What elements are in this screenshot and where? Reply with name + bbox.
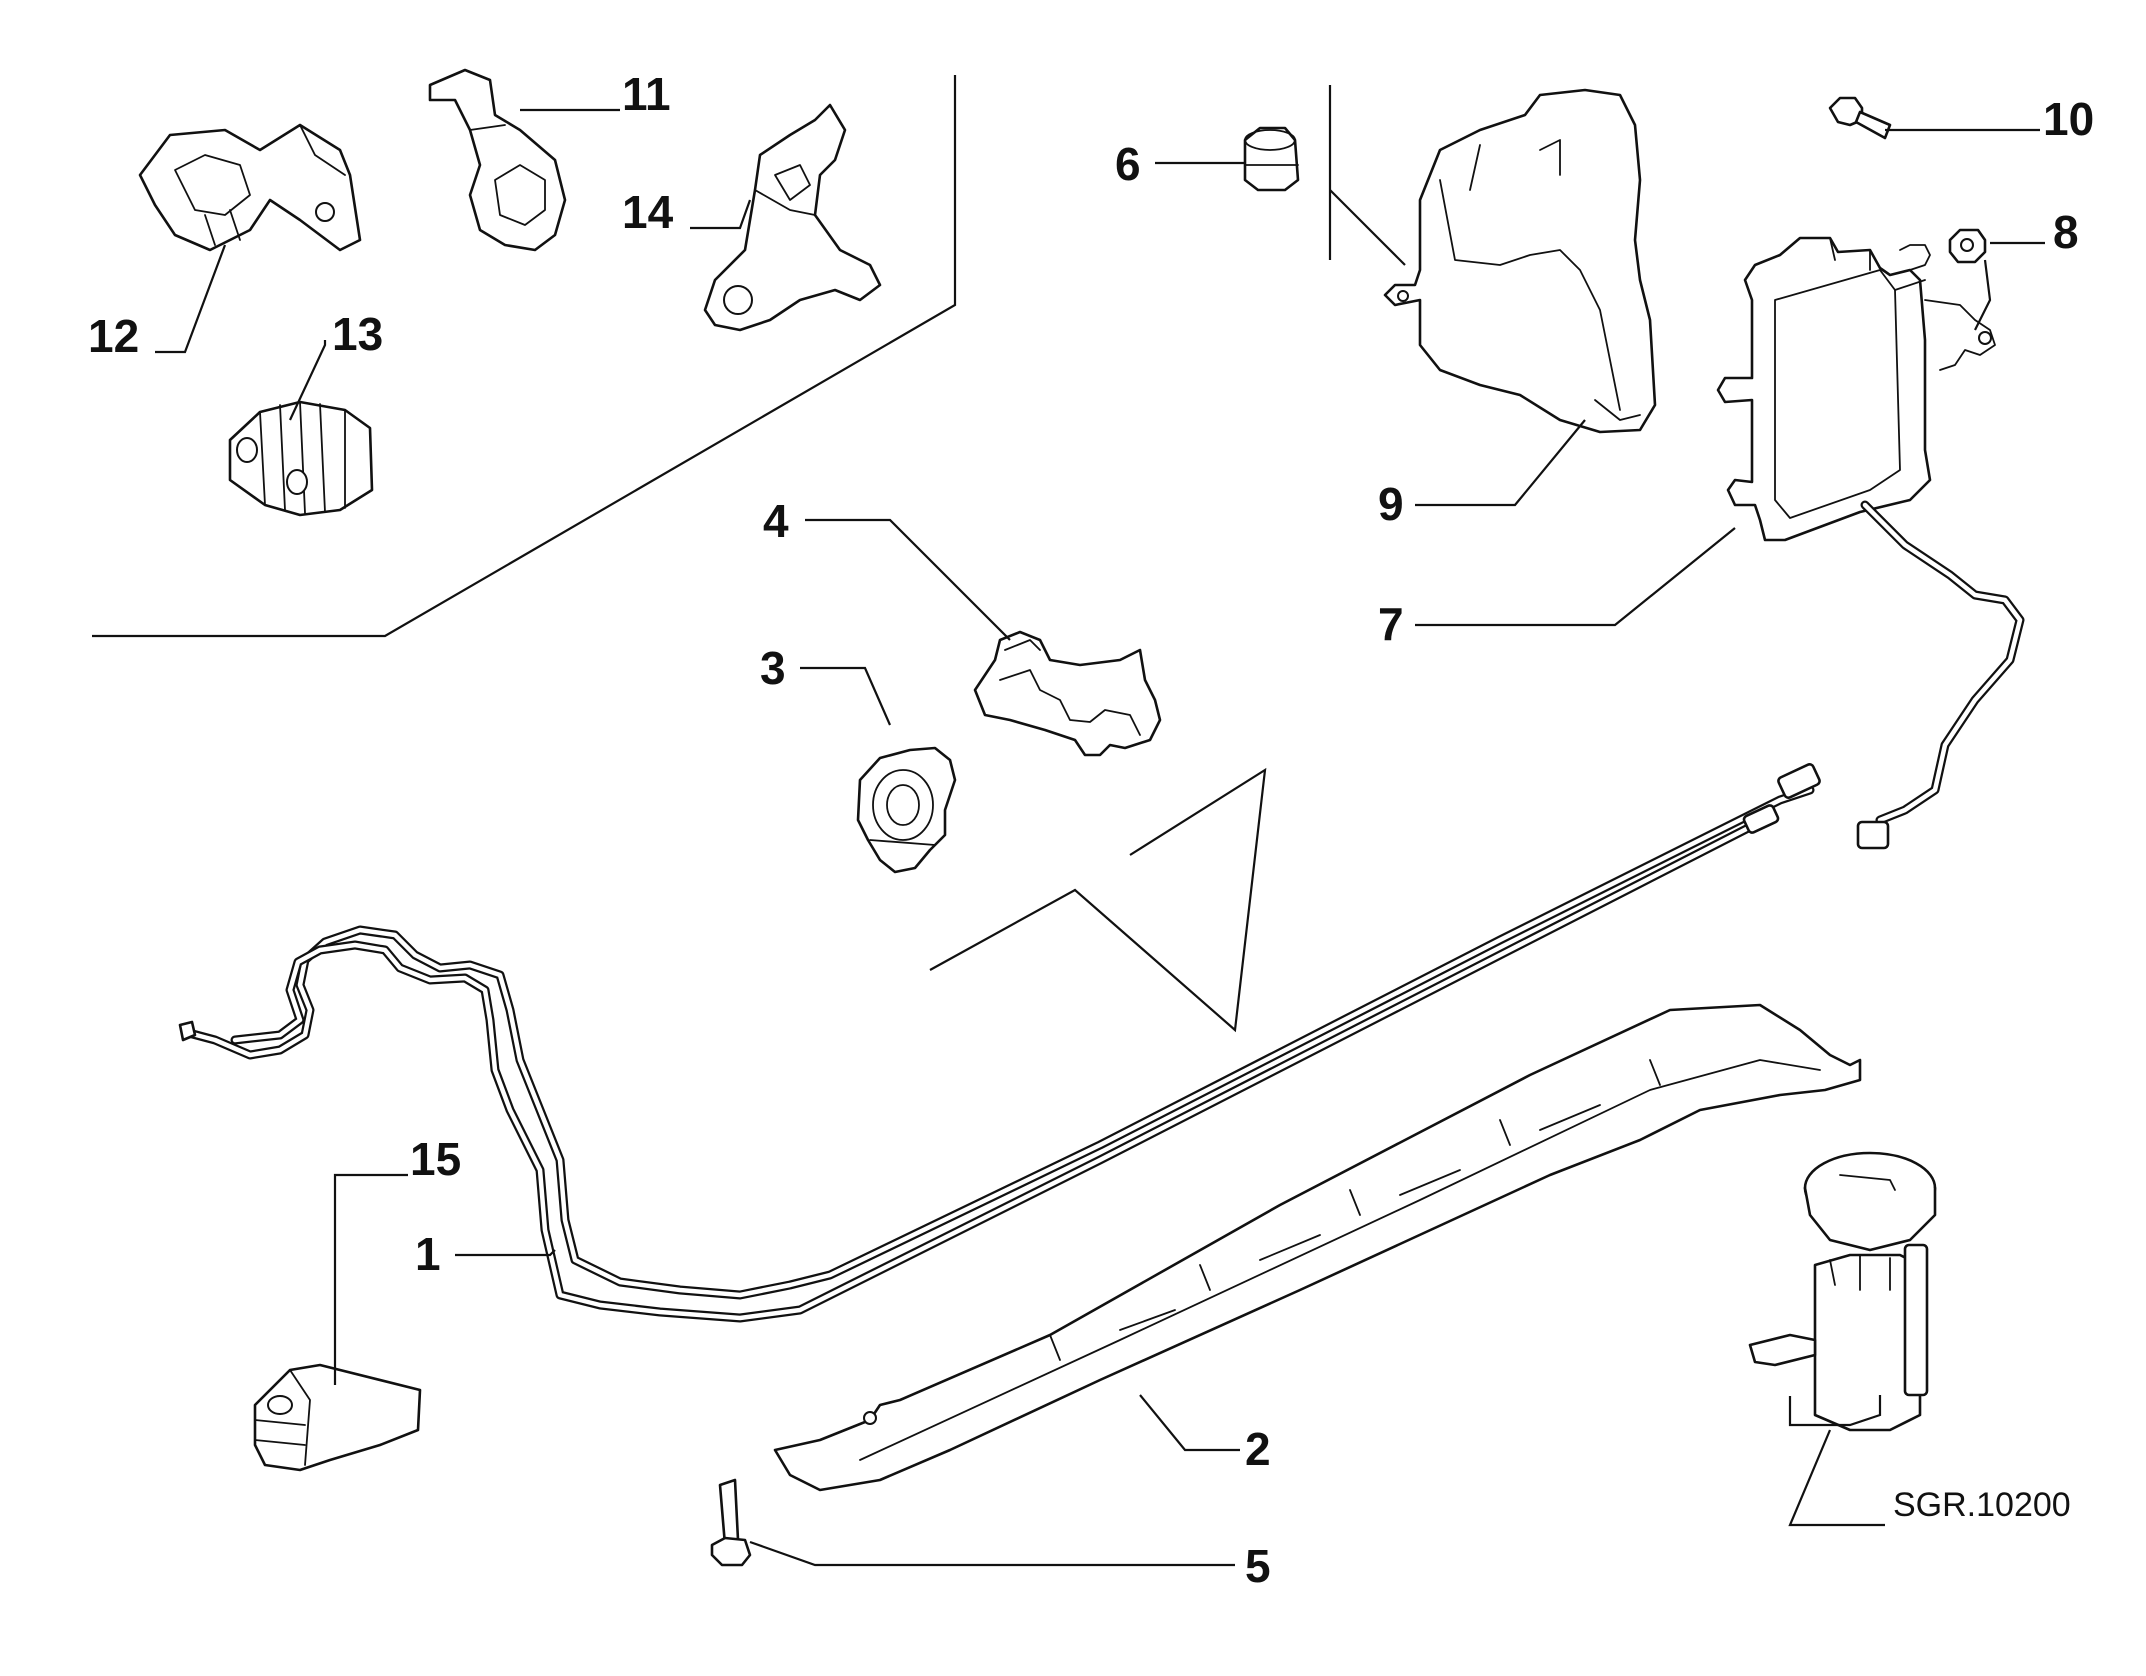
callout-9: 9 [1378,478,1404,530]
leader-line-13 [289,340,327,421]
leader-line-14 [690,199,752,230]
leader-line-ref [1788,1395,1882,1427]
leader-line-4 [805,518,1011,641]
callout-3: 3 [760,642,786,694]
callout-13: 13 [332,308,383,360]
callout-10: 10 [2043,93,2094,145]
part-5-bolt [710,1478,752,1567]
part-4-pipe-clip [973,630,1162,757]
callout-8: 8 [2053,206,2079,258]
callout-7: 7 [1378,598,1404,650]
part-fuel-pump-module [1748,1151,1937,1432]
callout-14: 14 [622,186,674,238]
part-11-bracket-clip [428,68,567,252]
group-divider-line-tank-2 [1329,189,1406,266]
part-10-bolt [1828,96,1892,140]
callout-6: 6 [1115,138,1141,190]
leader-line-15 [333,1173,408,1385]
leader-line-1 [455,1249,556,1257]
leader-line-12 [155,244,227,354]
part-3-round-clip [856,746,957,874]
group-divider-line-pipes [929,767,1267,1033]
part-8-nut [1948,228,1987,264]
part-9-heat-shield [1383,88,1657,434]
part-1-fuel-pipes [178,500,2025,1323]
group-divider-line [92,75,957,638]
part-15-rubber-mount [253,1363,422,1472]
leader-line-2 [1139,1394,1240,1452]
callout-2: 2 [1245,1423,1271,1475]
part-6-cap-nut [1243,126,1300,192]
leader-line-5 [749,1540,1235,1567]
part-12-bracket-clip [138,123,362,252]
part-7-canister [1716,236,1996,542]
callout-5: 5 [1245,1540,1271,1592]
part-2-underbody-guard [773,1003,1862,1492]
leader-line-7 [1415,527,1736,627]
callout-11: 11 [622,68,671,120]
leader-line-9 [1415,419,1586,507]
leader-line-ref-2 [1788,1429,1885,1527]
part-13-rubber-block [228,400,374,517]
part-14-pipe-bracket [703,103,882,332]
callout-12: 12 [88,310,139,362]
callout-4: 4 [763,495,789,547]
leader-line-8b [1974,259,1992,331]
callout-1: 1 [415,1228,441,1280]
callout-15: 15 [410,1133,461,1185]
diagram-reference-code: SGR.10200 [1893,1486,2071,1524]
leader-line-3 [800,666,892,726]
